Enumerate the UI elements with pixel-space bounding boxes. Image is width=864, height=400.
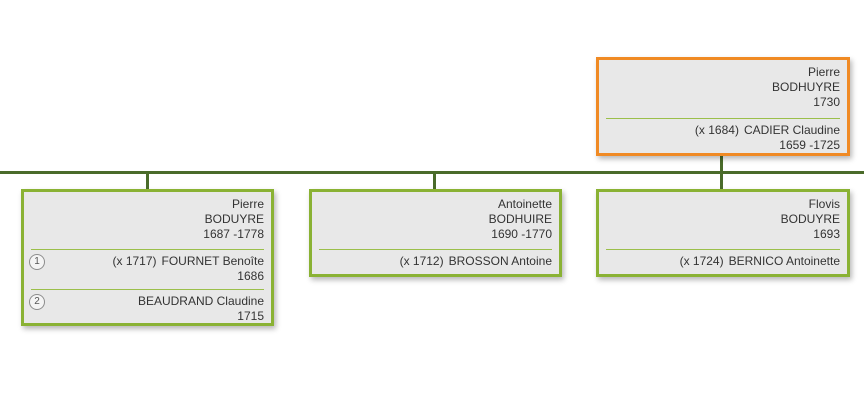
person-info: Antoinette BODHUIRE 1690 -1770 [312,192,559,242]
marriage-date: (x 1724) [679,254,724,268]
spouse-name: CADIER Claudine [743,123,840,137]
spouse-entry[interactable]: (x 1712) BROSSON Antoine [312,250,559,272]
spouse-entry[interactable]: 1 (x 1717) FOURNET Benoîte 1686 [24,250,271,287]
first-name: Pierre [231,197,264,211]
person-card-child-2[interactable]: Antoinette BODHUIRE 1690 -1770 (x 1712) B… [309,189,562,277]
person-card-child-3[interactable]: Flovis BODUYRE 1693 (x 1724) BERNICO Anto… [596,189,850,277]
divider [31,249,264,250]
marriage-date: (x 1712) [399,254,444,268]
child-connector-1 [146,172,149,190]
first-name: Antoinette [497,197,552,211]
child-connector-2 [433,172,436,190]
spouse-entry[interactable]: 2 BEAUDRAND Claudine 1715 [24,290,271,327]
person-info: Flovis BODUYRE 1693 [599,192,847,242]
divider [606,249,840,250]
life-dates: 1687 -1778 [203,227,264,241]
divider [319,249,552,250]
life-dates: 1693 [813,227,840,241]
spouse-entry[interactable]: (x 1724) BERNICO Antoinette [599,250,847,272]
spouse-name: BEAUDRAND Claudine [137,294,264,308]
life-dates: 1690 -1770 [491,227,552,241]
spouse-number-badge: 1 [29,254,45,270]
spouse-name: FOURNET Benoîte [161,254,264,268]
spouse-name: BERNICO Antoinette [728,254,840,268]
divider [606,118,840,119]
generation-connector-line [0,171,864,174]
spouse-dates: 1659 -1725 [779,138,840,152]
divider [31,289,264,290]
child-connector-3 [720,172,723,190]
person-card-root[interactable]: Pierre BODHUYRE 1730 (x 1684) CADIER Clau… [596,57,850,156]
marriage-date: (x 1684) [694,123,739,137]
person-info: Pierre BODHUYRE 1730 [599,60,847,110]
life-dates: 1730 [813,95,840,109]
person-info: Pierre BODUYRE 1687 -1778 [24,192,271,242]
first-name: Flovis [808,197,840,211]
spouse-dates: 1715 [237,309,264,323]
spouse-name: BROSSON Antoine [448,254,552,268]
person-card-child-1[interactable]: Pierre BODUYRE 1687 -1778 1 (x 1717) FOUR… [21,189,274,326]
last-name: BODUYRE [780,212,840,226]
spouse-number-badge: 2 [29,294,45,310]
marriage-date: (x 1717) [112,254,157,268]
spouse-dates: 1686 [237,269,264,283]
last-name: BODUYRE [204,212,264,226]
first-name: Pierre [807,65,840,79]
spouse-entry[interactable]: (x 1684) CADIER Claudine 1659 -1725 [599,119,847,156]
root-connector [720,154,723,172]
last-name: BODHUIRE [488,212,552,226]
last-name: BODHUYRE [771,80,840,94]
